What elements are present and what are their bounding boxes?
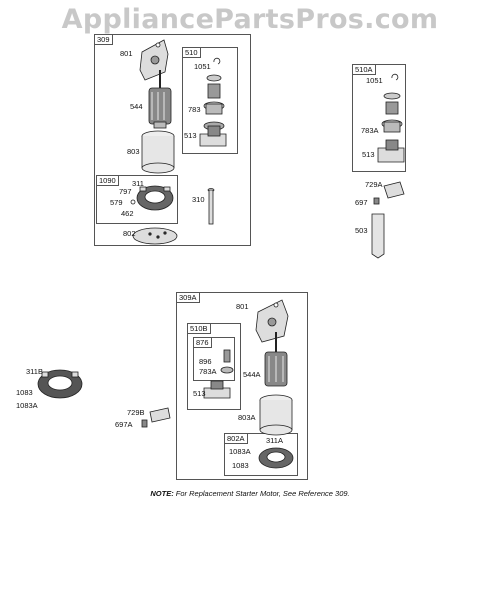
cover-729B <box>149 407 171 423</box>
part-label-797: 797 <box>119 187 132 196</box>
housing-803 <box>141 130 175 174</box>
assembly-label-1090: 1090 <box>97 176 119 186</box>
part-label-803A: 803A <box>238 413 256 422</box>
armature-544A <box>264 332 288 387</box>
assembly-label-309: 309 <box>95 35 113 45</box>
part-label-1083A: 1083A <box>16 401 38 410</box>
assembly-label-510: 510 <box>183 48 201 58</box>
drive-end-cap-801 <box>139 39 169 81</box>
part-label-783: 783 <box>188 105 201 114</box>
assembly-box-309A: 309A <box>176 292 308 480</box>
part-label-1083: 1083 <box>16 388 33 397</box>
assembly-label-510B: 510B <box>188 324 211 334</box>
housing-803A <box>259 394 293 436</box>
part-label-801-309A: 801 <box>236 302 249 311</box>
part-label-697A: 697A <box>115 420 133 429</box>
part-label-462: 462 <box>121 209 134 218</box>
part-label-697: 697 <box>355 198 368 207</box>
drive-end-cap-801b <box>255 299 289 343</box>
assembly-label-309A: 309A <box>177 293 200 303</box>
assembly-label-510A: 510A <box>353 65 376 75</box>
cover-729A <box>383 181 405 199</box>
part-label-729B: 729B <box>127 408 145 417</box>
part-label-503: 503 <box>355 226 368 235</box>
assembly-box-802A: 802A <box>224 433 298 476</box>
drive-stack-510 <box>199 57 227 147</box>
note-text: For Replacement Starter Motor, See Refer… <box>175 489 350 498</box>
assembly-box-876: 876 <box>193 337 235 381</box>
part-label-544A: 544A <box>243 370 261 379</box>
part-label-310: 310 <box>192 195 205 204</box>
part-label-896: 896 <box>199 357 212 366</box>
part-label-801: 801 <box>120 49 133 58</box>
part-label-803: 803 <box>127 147 140 156</box>
assembly-box-510A: 510A <box>352 64 406 172</box>
assembly-box-510B: 510B <box>187 323 241 410</box>
screw-697 <box>373 197 380 205</box>
assembly-box-510: 510 <box>182 47 238 154</box>
part-label-783A-876: 783A <box>199 367 217 376</box>
part-label-513: 513 <box>184 131 197 140</box>
end-cap-802 <box>132 227 178 245</box>
part-label-311A: 311A <box>266 436 283 445</box>
part-label-802: 802 <box>123 229 136 238</box>
drive-stack-510A <box>377 73 405 163</box>
assembly-box-1090: 1090 <box>96 175 178 224</box>
part-label-544: 544 <box>130 102 143 111</box>
part-label-783A: 783A <box>361 126 379 135</box>
armature-544 <box>148 70 172 129</box>
bracket-503 <box>371 213 385 259</box>
part-label-1083-802A: 1083 <box>232 461 249 470</box>
assembly-label-876: 876 <box>194 338 212 348</box>
part-label-1083A-802A: 1083A <box>229 447 251 456</box>
through-bolt-310 <box>207 188 215 225</box>
watermark: AppliancePartsPros.com <box>61 4 439 35</box>
part-label-579: 579 <box>110 198 123 207</box>
brush-plate-311A <box>258 447 294 469</box>
assembly-label-802A: 802A <box>225 434 248 444</box>
replacement-note: NOTE: For Replacement Starter Motor, See… <box>0 489 500 498</box>
screw-697A <box>141 419 148 428</box>
part-label-311B: 311B <box>26 367 43 376</box>
brush-plate-311 <box>130 185 174 211</box>
part-label-1051-510A: 1051 <box>366 76 383 85</box>
drive-kit-876 <box>220 349 234 374</box>
pinion-513 <box>203 380 231 399</box>
assembly-box-309: 309 <box>94 34 251 246</box>
part-label-513-510A: 513 <box>362 150 375 159</box>
note-prefix: NOTE: <box>150 489 174 498</box>
part-label-729A: 729A <box>365 180 383 189</box>
part-label-1051: 1051 <box>194 62 211 71</box>
part-label-311: 311 <box>132 179 144 188</box>
brush-plate-311B <box>37 369 83 399</box>
part-label-513-510B: 513 <box>193 389 206 398</box>
